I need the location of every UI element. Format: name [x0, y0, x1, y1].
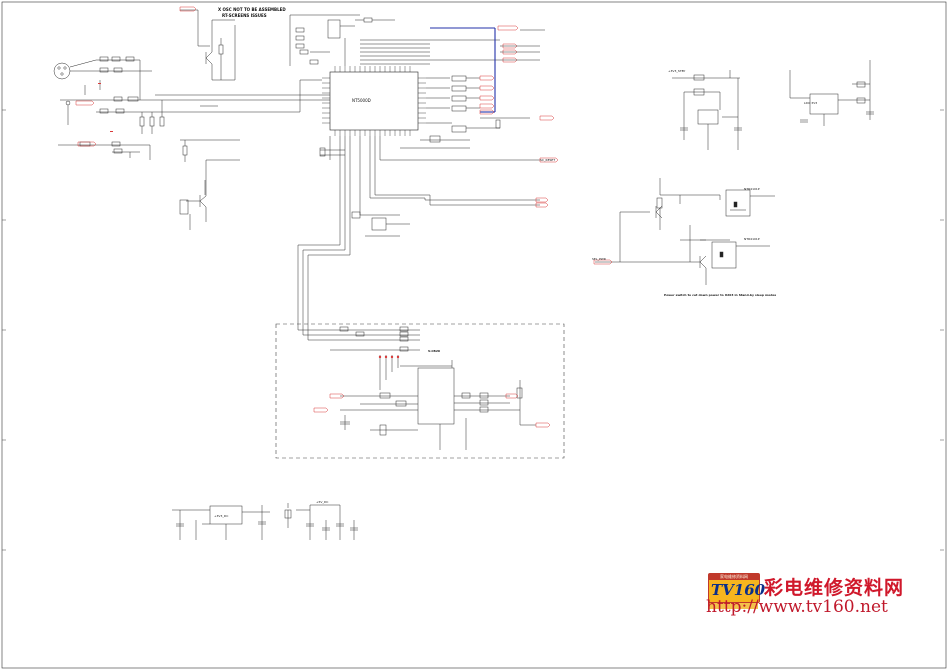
watermark-logo-main: TV160 [711, 581, 766, 599]
data-bus [430, 27, 496, 113]
mcu-bottom-routing [297, 79, 540, 341]
header-note-2: RT-SCREENS ISSUES [222, 13, 267, 18]
mcu-bottom-flags [535, 115, 559, 208]
mcu-top-network [289, 14, 500, 66]
supply-b-label: +5V_DC [316, 500, 328, 504]
power-switch-flags [593, 259, 613, 265]
watermark-url: http://www.tv160.net [706, 597, 888, 617]
power-note: Power switch to cut down power to U203 i… [664, 293, 776, 297]
watermark-cn-text: 彩电维修资料网 [764, 577, 905, 599]
mcu-side-pins [322, 77, 426, 124]
left-net-flags [75, 6, 197, 147]
mcu-label: NT5000D [352, 98, 371, 103]
supply-a-label: +3V3_DC [214, 514, 228, 518]
watermark-logo-top: 家电维修资料网 [709, 574, 759, 580]
ups-red-markers [378, 355, 400, 359]
watermark-logo: 家电维修资料网 TV160 [708, 573, 766, 603]
watermark: 家电维修资料网 TV160 彩电维修资料网 http://www.tv160.n… [694, 573, 904, 619]
pwr-switch-1-label: NTR4101P [744, 187, 760, 191]
border-ticks [2, 109, 944, 551]
mcu-right-resistors [426, 75, 530, 133]
ups-block-border [275, 323, 565, 459]
regulator-label: LDO 3V3 [804, 101, 817, 105]
ups-block-label: V-CB20 [428, 349, 440, 353]
left-circuit-wires [53, 9, 330, 230]
standby-net-label: +3V3_STBY [668, 69, 686, 73]
mcu-top-pins [334, 66, 411, 72]
regulator-circuit-1 [672, 70, 742, 150]
mcu-bottom-pins [334, 130, 411, 136]
main-mcu: NT5000D [329, 71, 419, 131]
mcu-right-flags [479, 75, 495, 115]
right-connector-lines [500, 29, 545, 61]
power-switch-circuit [595, 178, 775, 285]
header-note-1: X OSC NOT TO BE ASSEMBLED [218, 7, 286, 12]
watermark-url-highlight [708, 602, 758, 609]
left-red-marks [98, 83, 113, 132]
bus-flags [497, 25, 519, 63]
power-ctrl-label: SEL_PWR [592, 257, 606, 261]
supply-circuit [172, 503, 358, 540]
ups-flags [313, 393, 551, 428]
regulator-circuit-2 [789, 60, 874, 126]
pwr-switch-2-label: NTR4101P [744, 237, 760, 241]
ups-block-circuit [330, 326, 536, 450]
reset-net-label: SC_RESET [540, 158, 555, 162]
